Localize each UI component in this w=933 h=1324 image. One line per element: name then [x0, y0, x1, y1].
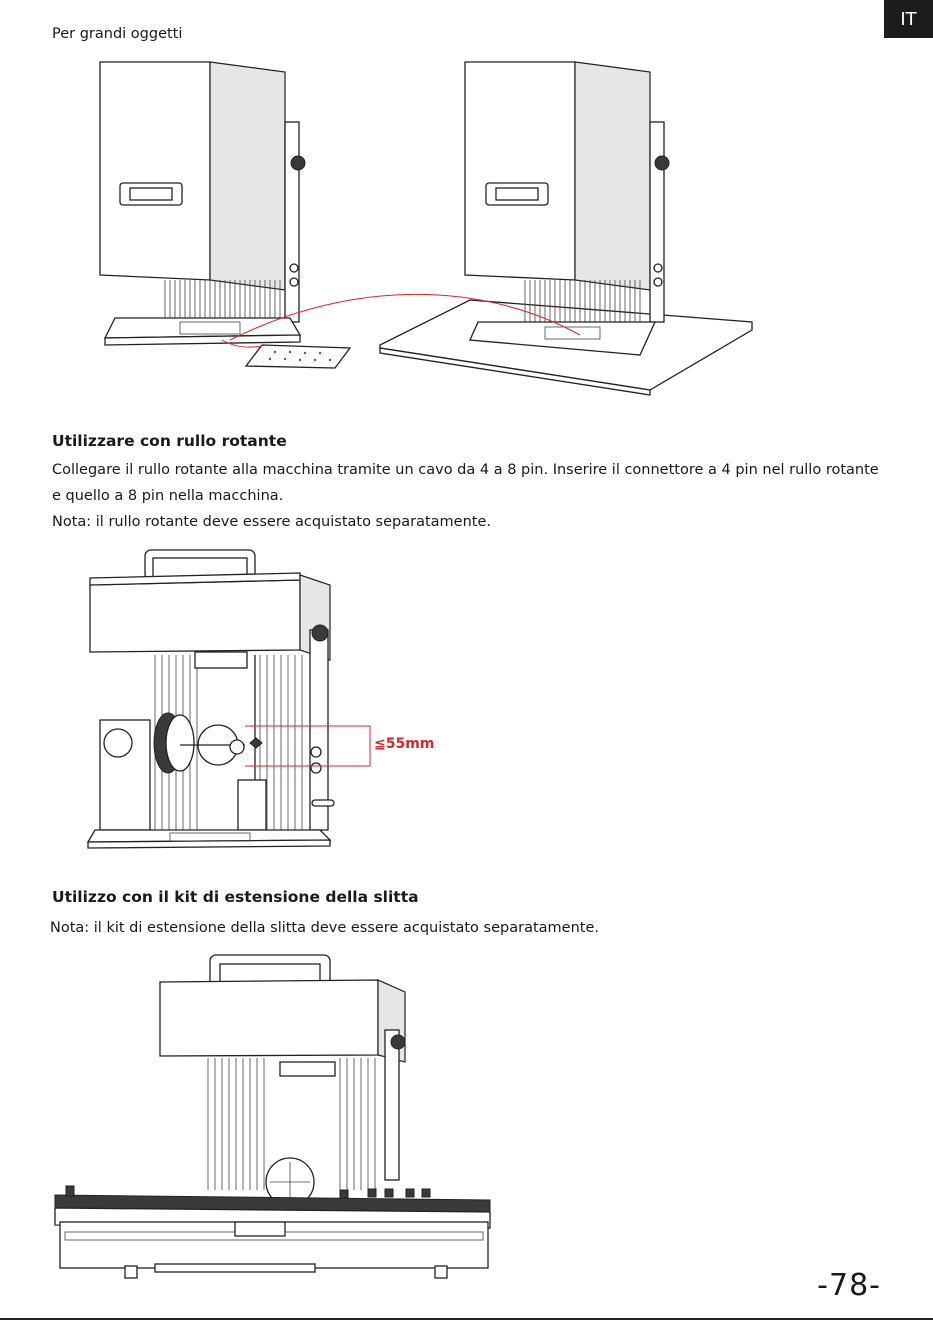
- page-number: -78-: [817, 1268, 881, 1303]
- machine-right: [379, 61, 753, 396]
- illustration-slide-extension: [54, 954, 491, 1279]
- machine-left: [99, 61, 306, 346]
- rotary-note: Nota: il rullo rotante deve essere acqui…: [52, 514, 491, 530]
- illustration-large-objects: [99, 61, 753, 396]
- illustration-rotary-roller: [86, 549, 371, 849]
- plate-holes: [268, 350, 332, 362]
- heading-rotary-roller: Utilizzare con rullo rotante: [52, 432, 287, 450]
- removed-base-plate: [244, 344, 352, 369]
- move-arrow: [229, 293, 581, 341]
- slide-extension-note: Nota: il kit di estensione della slitta …: [50, 920, 599, 936]
- rotary-instructions-line2: e quello a 8 pin nella macchina.: [52, 488, 284, 504]
- dimension-label: ≦55mm: [374, 736, 435, 752]
- rotary-instructions-line1: Collegare il rullo rotante alla macchina…: [52, 462, 879, 478]
- language-badge: IT: [884, 0, 933, 38]
- heading-slide-extension: Utilizzo con il kit di estensione della …: [52, 888, 419, 906]
- dimension-box: [245, 725, 371, 767]
- section-title-large-objects: Per grandi oggetti: [52, 26, 183, 42]
- bottom-rule: [0, 1318, 933, 1320]
